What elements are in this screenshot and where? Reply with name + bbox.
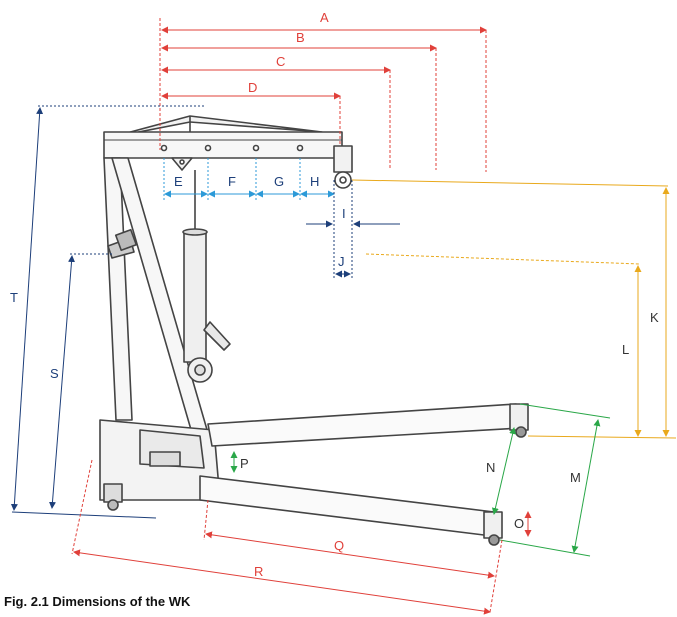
figure-caption: Fig. 2.1 Dimensions of the WK bbox=[4, 594, 191, 609]
dimensions-red-bottom bbox=[71, 459, 503, 615]
dimensions-green bbox=[230, 403, 611, 557]
dim-line-q bbox=[205, 531, 495, 579]
label-r: R bbox=[254, 564, 263, 579]
label-q: Q bbox=[334, 538, 344, 553]
upper-leg bbox=[207, 403, 521, 447]
pump-handle bbox=[203, 321, 231, 351]
dimensions-navy bbox=[10, 105, 400, 519]
label-e: E bbox=[174, 174, 183, 189]
dimensions-red-top bbox=[159, 18, 487, 172]
boom-arm bbox=[103, 131, 343, 159]
lower-leg bbox=[199, 475, 495, 537]
label-p: P bbox=[240, 456, 249, 471]
label-k: K bbox=[650, 310, 659, 325]
label-g: G bbox=[274, 174, 284, 189]
label-f: F bbox=[228, 174, 236, 189]
label-o: O bbox=[514, 516, 524, 531]
dim-line-m bbox=[571, 419, 601, 553]
label-l: L bbox=[622, 342, 629, 357]
label-d: D bbox=[248, 80, 257, 95]
boom-end-bracket bbox=[333, 145, 353, 173]
label-c: C bbox=[276, 54, 285, 69]
label-j: J bbox=[338, 254, 345, 269]
label-m: M bbox=[570, 470, 581, 485]
dim-line-s bbox=[48, 255, 76, 509]
dimension-labels: A B C D E F G H I J K L M N O P Q R S T bbox=[10, 10, 659, 579]
label-h: H bbox=[310, 174, 319, 189]
dim-line-r bbox=[73, 549, 491, 615]
dimensions-blue bbox=[163, 158, 353, 280]
label-t: T bbox=[10, 290, 18, 305]
hydraulic-cylinder bbox=[183, 231, 207, 363]
dim-line-t bbox=[10, 107, 44, 511]
label-i: I bbox=[342, 206, 346, 221]
crane-structure bbox=[99, 115, 529, 546]
label-a: A bbox=[320, 10, 329, 25]
dim-line-n bbox=[491, 427, 517, 515]
dimensions-yellow bbox=[351, 179, 677, 439]
label-n: N bbox=[486, 460, 495, 475]
label-b: B bbox=[296, 30, 305, 45]
label-s: S bbox=[50, 366, 59, 381]
